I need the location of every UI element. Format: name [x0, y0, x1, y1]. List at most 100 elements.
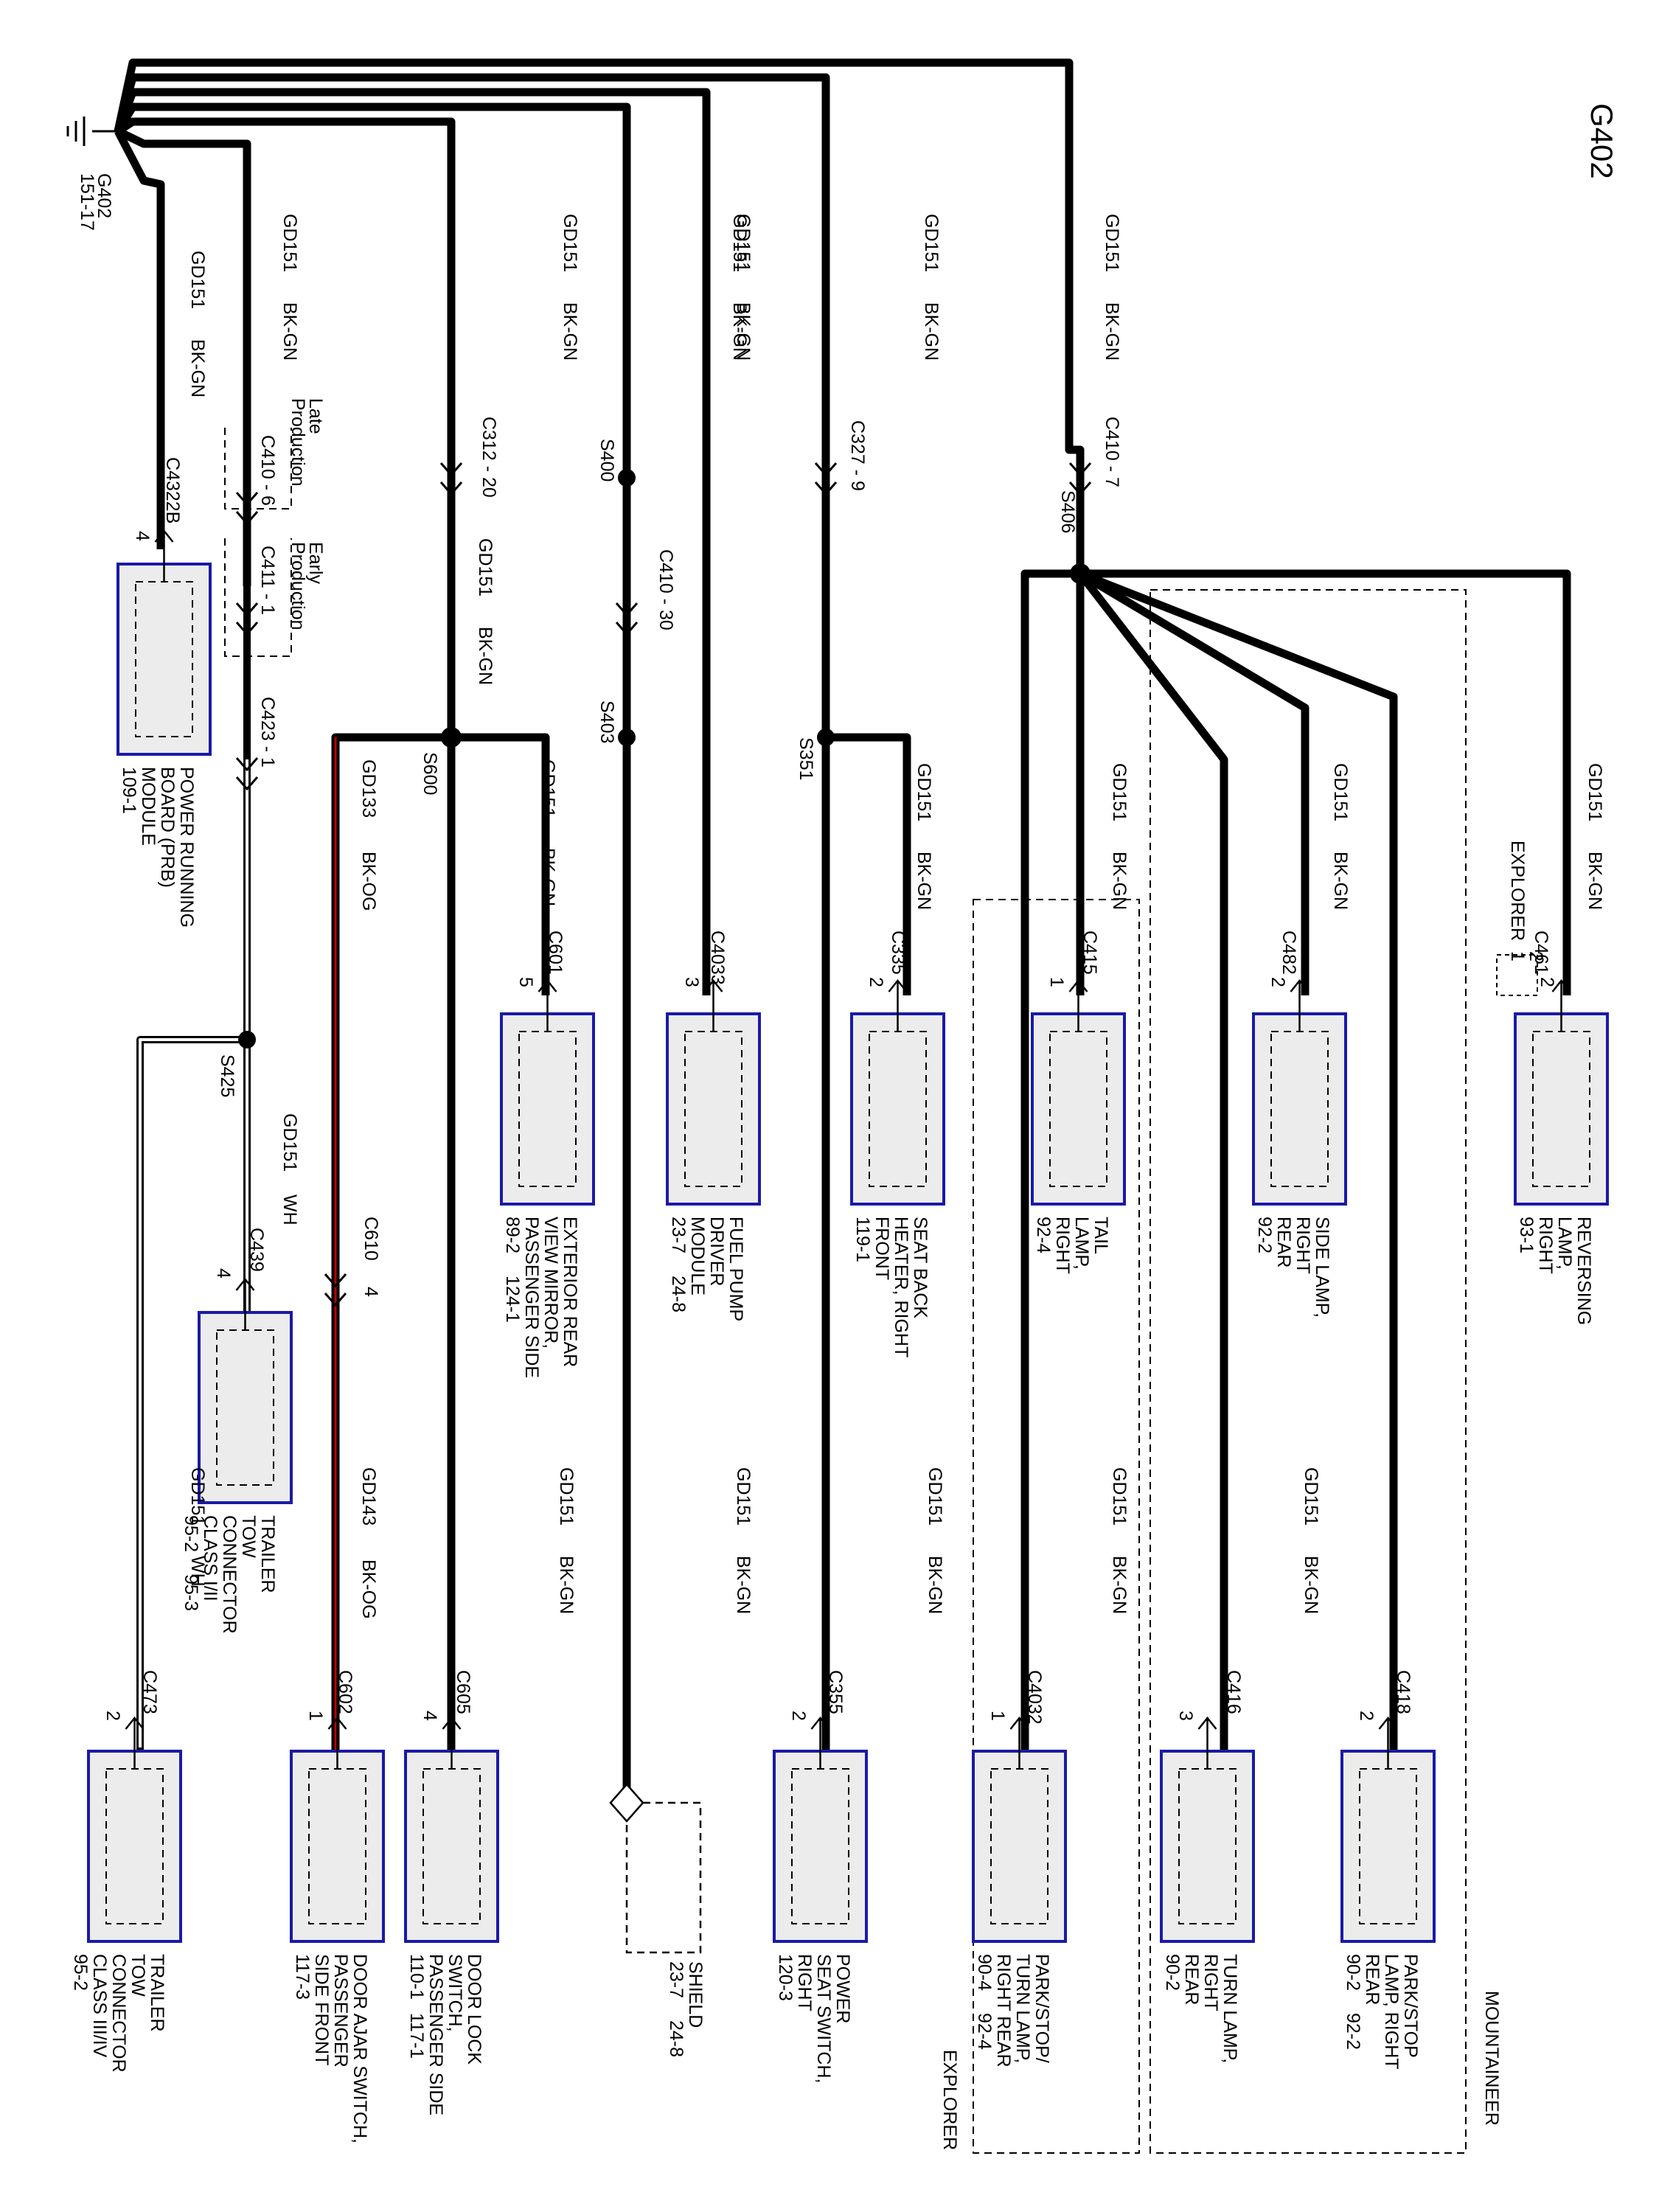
wire-color-label: BK-GN — [279, 302, 300, 361]
inline-connector-chevron — [439, 481, 463, 496]
component-park-stop-c4032 — [972, 1716, 1067, 1943]
component-ref: 90-4 — [974, 1954, 995, 1991]
component-name-line: PARK/STOP — [1400, 1954, 1421, 2058]
splice-label-s600: S600 — [420, 752, 440, 795]
component-name-line: TOW — [128, 1954, 148, 1997]
wire-id-label: GD151 — [1301, 1467, 1321, 1526]
component-name-line: FUEL PUMP — [726, 1217, 746, 1321]
component-name-line: RIGHT — [1293, 1217, 1313, 1274]
connector-label-c461: C461 — [1531, 931, 1551, 975]
connector-label-c482: C482 — [1279, 931, 1299, 975]
wire-color-label: BK-GN — [1102, 302, 1122, 361]
ground-title: G402 — [1585, 103, 1619, 179]
wire-id-label: GD151 — [279, 1113, 300, 1172]
component-name-line: SHIELD — [685, 1961, 706, 2028]
component-name-line: REAR — [1362, 1954, 1382, 2005]
wire-color-label: BK-GN — [729, 302, 750, 361]
component-name-line: POWER RUNNING — [176, 767, 197, 928]
component-name-line: TRAILER — [147, 1954, 167, 2032]
component-name-line: REAR — [1181, 1954, 1202, 2005]
component-seat-back-c335 — [850, 978, 945, 1206]
connector-label-c439: C439 — [246, 1228, 267, 1272]
inline-connector-c410-6: C410 - 6 — [257, 435, 278, 506]
wire-id-label: GD151 — [187, 251, 208, 309]
component-name-line: REVERSING — [1573, 1217, 1594, 1325]
wire-id-label: GD151 — [914, 763, 934, 821]
component-ref: 95-2 — [181, 1515, 201, 1552]
wire-color-label: BK-GN — [187, 339, 208, 397]
wire-id-label: GD151 — [925, 1467, 945, 1526]
pin-label-c418: 2 — [1356, 1711, 1377, 1721]
wire-id-label: GD143 — [358, 1467, 379, 1526]
inline-connector-c410-7: C410 - 7 — [1102, 417, 1122, 487]
inline-connector-chevron — [439, 462, 463, 477]
wire-id-label: GD151 — [733, 1467, 754, 1526]
wire-color-label: WH — [187, 1556, 208, 1587]
ground-ref-line1: G402 — [94, 173, 114, 218]
inline-connector-chevron — [324, 1273, 347, 1288]
group-boxes — [224, 428, 1467, 2154]
wire-color-label: BK-GN — [1301, 1556, 1321, 1614]
wire-color-label: BK-GN — [560, 302, 580, 361]
wire-id-label: GD151 — [1330, 763, 1351, 821]
wire-color-label: BK-OG — [358, 1559, 379, 1619]
component-ref: 90-2 — [1162, 1954, 1183, 1991]
component-name-line: TAIL — [1091, 1217, 1111, 1254]
inline-connector-chevron — [235, 511, 259, 526]
modules-layer — [87, 529, 1609, 1943]
component-name-line: CONNECTOR — [108, 1954, 129, 2073]
component-trailer-c439 — [198, 1277, 293, 1504]
component-door-lock-c605 — [404, 1716, 499, 1943]
component-turn-lamp-c416 — [1160, 1716, 1255, 1943]
wire-id-label: GD151 — [733, 214, 754, 272]
pin-label-c473: 2 — [102, 1711, 123, 1721]
inline-connector-c610-pin: 4 — [361, 1287, 381, 1297]
component-name-line: EXTERIOR REAR — [560, 1217, 580, 1367]
component-name-line: TURN LAMP, — [1012, 1954, 1033, 2063]
connector-label-c4322b: C4322B — [162, 457, 183, 524]
component-power-c355 — [773, 1716, 868, 1943]
connector-label-c602: C602 — [335, 1670, 355, 1714]
pin-label-c335: 2 — [866, 977, 886, 987]
component-name-line: RIGHT — [794, 1954, 815, 2011]
inline-connector-chevron — [1068, 462, 1092, 477]
wire-id-label: GD133 — [358, 759, 379, 818]
splice-label-s406: S406 — [1057, 490, 1078, 533]
wire-color-label: BK-GN — [733, 302, 754, 361]
component-name-line: CONNECTOR — [219, 1515, 240, 1634]
splice-dots — [238, 469, 1091, 1048]
component-exterior-rear-c601 — [500, 978, 595, 1206]
component-name-line: MODULE — [687, 1217, 708, 1295]
component-ref: 93-1 — [1516, 1217, 1537, 1253]
pin-label-c4033: 3 — [681, 977, 702, 987]
inline-connector-chevron — [1068, 481, 1092, 496]
explorer-option-pin: 1 — [1507, 951, 1528, 961]
component-door-ajar-switch-c602 — [290, 1716, 385, 1943]
component-name-line: DOOR AJAR SWITCH, — [349, 1954, 370, 2143]
wire-id-label: GD151 — [560, 214, 580, 272]
component-name-line: LAMP, RIGHT — [1381, 1954, 1402, 2070]
component-side-lamp-c482 — [1252, 978, 1347, 1206]
component-name-line: RIGHT — [1535, 1217, 1556, 1274]
connector-label-c473: C473 — [139, 1670, 160, 1714]
wire-color-label: BK-GN — [1585, 852, 1605, 910]
component-name-line: DOOR LOCK — [464, 1954, 484, 2065]
wire-id-label: GD151 — [475, 538, 495, 597]
component-name-line: SEAT BACK — [910, 1217, 931, 1318]
connector-label-c601: C601 — [545, 931, 566, 975]
wire-color-label: BK-GN — [1109, 852, 1130, 910]
component-name-line: RIGHT — [1052, 1217, 1073, 1274]
connector-label-c418: C418 — [1393, 1670, 1413, 1714]
wire-color-label: BK-GN — [1330, 852, 1351, 910]
wire-id-label: GD151 — [1109, 763, 1130, 821]
component-ref: 117-1 — [406, 2013, 427, 2059]
component-name-line: POWER — [832, 1954, 853, 2023]
inline-connector-chevron — [235, 776, 259, 791]
inline-connector-chevron — [235, 622, 259, 636]
component-park-stop-c418 — [1340, 1716, 1436, 1943]
wire-color-label: BK-GN — [556, 1556, 577, 1614]
inline-connector-c312-20: C312 - 20 — [479, 417, 499, 498]
component-trailer-c473 — [87, 1716, 182, 1943]
component-ref: 92-2 — [1254, 1217, 1275, 1253]
